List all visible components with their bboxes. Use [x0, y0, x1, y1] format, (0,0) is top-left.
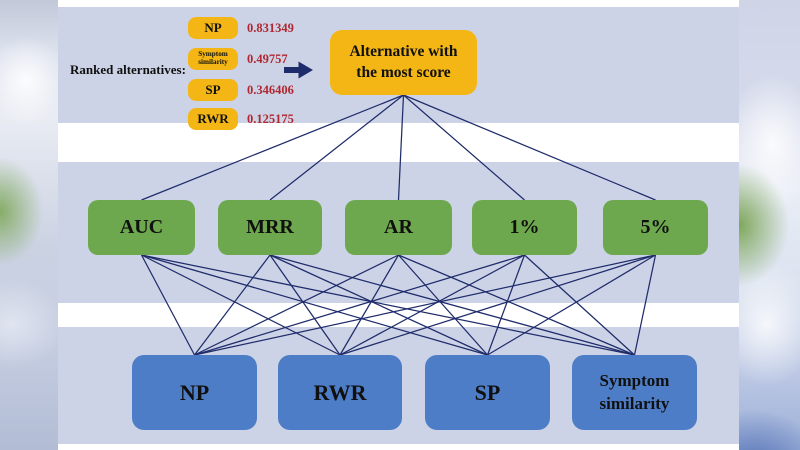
legend-pill-np: NP	[188, 17, 238, 39]
right-blur-margin	[739, 0, 800, 450]
legend-pill-rwr: RWR	[188, 108, 238, 130]
legend-pill-symptom-similarity: Symptom similarity	[188, 48, 238, 70]
criterion-node-ar: AR	[345, 200, 452, 255]
criterion-node-5pct: 5%	[603, 200, 708, 255]
alternative-node-symptom-similarity: Symptom similarity	[572, 355, 697, 430]
legend-item: RWR 0.125175	[188, 108, 294, 130]
legend-pill-sp: SP	[188, 79, 238, 101]
alternative-node-np: NP	[132, 355, 257, 430]
legend-item: NP 0.831349	[188, 17, 294, 39]
legend-item: Symptom similarity 0.49757	[188, 48, 288, 70]
criterion-node-1pct: 1%	[472, 200, 577, 255]
criterion-node-auc: AUC	[88, 200, 195, 255]
legend-value-rwr: 0.125175	[247, 111, 294, 126]
alternative-node-sp: SP	[425, 355, 550, 430]
left-blur-margin	[0, 0, 58, 450]
background-stripe-lower	[58, 303, 739, 327]
legend-value-np: 0.831349	[247, 20, 294, 35]
legend-title: Ranked alternatives:	[70, 62, 186, 77]
legend-item: SP 0.346406	[188, 79, 294, 101]
background-stripe-bottom	[58, 444, 739, 450]
background-stripe-top	[58, 0, 739, 7]
goal-node: Alternative with the most score	[330, 30, 477, 95]
arrow-right-icon	[284, 60, 313, 80]
legend-value-sp: 0.346406	[247, 82, 294, 97]
legend-value-symptom-similarity: 0.49757	[247, 51, 288, 66]
alternative-node-rwr: RWR	[278, 355, 402, 430]
criterion-node-mrr: MRR	[218, 200, 322, 255]
background-stripe-upper	[58, 123, 739, 162]
